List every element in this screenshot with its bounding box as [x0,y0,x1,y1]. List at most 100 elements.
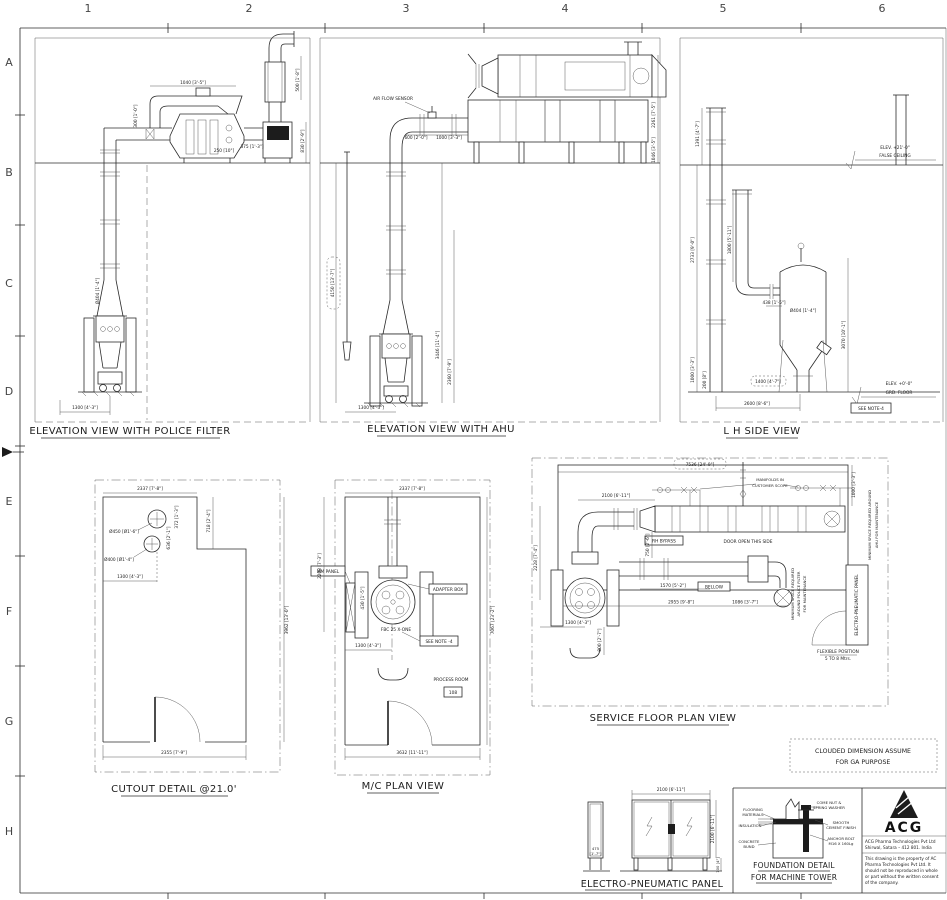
dim-label: 1300 [4'-3"] [565,620,591,626]
anchor-label: ANCHOR BOLT [827,836,855,841]
view-title-service: SERVICE FLOOR PLAN VIEW [590,713,737,724]
dim-label: 3446 [11'-4"] [435,330,441,359]
foundation-title: FOR MACHINE TOWER [751,873,837,882]
dim-label: Ø404 [1'-4"] [94,277,101,304]
view-elevation-police-filter: 1040 [3'-5"] 300 [1'-0"] 500 [1'-8"] 375… [29,31,311,439]
anchor-label: M16 X 160Lg [829,841,854,846]
concrete-label: BUND [743,844,754,849]
dim-label: 800 [2'-7"] [597,628,603,651]
view-title-ahu: ELEVATION VIEW WITH AHU [367,424,515,435]
dim-label: 300 [1'-0"] [133,104,139,127]
grid-row-d: D [5,385,13,398]
air-flow-sensor-label: AIR FLOW SENSOR [373,96,413,102]
acg-brand-text: ACG [885,820,924,836]
view-title-lh: L H SIDE VIEW [723,426,800,437]
dim-label: 7067 [23'-2"] [490,605,496,634]
fluid-bed-machine-elevation [78,279,142,397]
room-number: 108 [449,690,457,696]
silencer [264,61,286,103]
dim-label-clouded: 7536 [24'-9"] [686,462,715,468]
dim-label: 2360 [7'-9"] [447,359,453,385]
insulation-layer [773,819,823,824]
dim-label: 2100 [6'-11"] [602,493,631,499]
grid-col-5: 5 [720,2,727,15]
flooring-label: FLOORING [743,807,763,812]
nut-label: COME NUT & [817,800,842,805]
dim-label: 2955 [9'-8"] [668,600,694,606]
flexible-position-label: FLEXIBLE POSITION [817,649,859,655]
dim-label: 1000 [3'-3"] [436,135,462,141]
wall-break [785,798,800,819]
grid-row-b: B [5,166,13,179]
door-open-label: DOOR OPEN THIS SIDE [724,539,773,545]
dim-label: 830 [2'-9"] [300,129,306,152]
dim-label: 250 [10"] [214,148,235,154]
grid-row-a: A [5,56,13,69]
false-ceiling-label: FALSE CEILING [879,153,910,159]
dim-label: 200 [8"] [702,371,708,389]
dim-label: 375 [1'-3"] [240,144,263,150]
dim-label-clouded: 4150 [13'-7"] [330,268,336,297]
dim-label: 636 [2'-1"] [166,526,172,549]
machine-plan [354,565,434,681]
cement-label: SMOOTH [833,820,850,825]
view-elevation-ahu: AIR FLOW SENSOR 600 [2'-0"] 1000 [3'-3"]… [319,37,667,437]
see-note-label: SEE NOTE-4 [858,406,884,412]
grd-floor-label: GRD. FLOOR [886,390,913,396]
anchor-bolt [803,810,809,852]
dim-label: 372 [1'-3"] [174,505,180,528]
grid-row-e: E [6,495,13,508]
dim-label: 2337 [7'-8"] [137,486,163,492]
min-space-ahu-label: AHU FOR MAINTENANCE [874,501,879,548]
dim-label: 475 [592,846,600,851]
grid-col-4: 4 [562,2,569,15]
dim-label: 1000 [3'-3"] [851,472,857,498]
dim-label: 2208 [7'-3"] [317,553,323,579]
adapter-box-label: ADAPTER BOX [433,587,463,593]
view-service-plan: MANIFOLDS IN CUSTOMER SCOPE RH BYPASS DO… [531,457,889,726]
view-title-police: ELEVATION VIEW WITH POLICE FILTER [29,426,230,437]
lightning-icon [645,816,653,837]
dim-label: 1300 [4'-3"] [358,405,384,411]
dim-label: 600 [2'-0"] [404,135,427,141]
bypass-duct [619,555,793,608]
company-address: Shirwal, Satara – 412 801. India [865,845,932,850]
ahu-unit [467,41,667,164]
view-mc-plan: MM PANEL ADAPTER BOX FBC 25 X-ONE SEE NO… [310,479,496,794]
sheet-center-mark [2,447,13,457]
notice-line: or part without the written consent [865,874,939,879]
dim-label: 2228 [7'-4"] [533,545,539,571]
grid-col-2: 2 [246,2,253,15]
dim-label: 2600 [8'-6"] [744,401,770,407]
flooring-label: MATERIALS [742,812,764,817]
dim-label: 1000 [3'-3"] [690,357,696,383]
panel-handle [668,824,675,834]
dim-label: 1800 [5'-11"] [727,225,733,254]
dim-label: 2733 [9'-0"] [690,237,696,263]
dim-label: 500 [1'-8"] [295,68,301,91]
rh-bypass-label: RH BYPASS [652,539,676,545]
dim-label: 1086 [3'-7"] [732,600,758,606]
elev-floor-label: ELEV. +0'-0" [886,381,913,387]
machine-name-label: FBC 25 X-ONE [381,627,412,633]
elev-ceiling-label: ELEV. +21'-0" [880,145,909,151]
dim-label: Ø400 [Ø1'-4"] [104,556,134,563]
dim-label: 2337 [7'-8"] [399,486,425,492]
min-space-police-label: FOR MAINTENANCE [802,575,807,612]
dim-label: 2100 [6'-11"] [710,814,716,843]
air-flow-sensor [427,111,437,119]
dim-label: 1570 [5'-2"] [660,583,686,589]
dim-label-clouded: 1400 [4'-7"] [755,379,781,385]
dim-label: 1391 [4'-7"] [695,121,701,147]
anchor-nut [801,805,811,810]
min-space-police-label: MINIMUM SPACE REQUIRED [790,568,795,620]
view-title-cutout: CUTOUT DETAIL @21.0' [111,784,237,795]
ep-panel-plan [845,564,869,646]
grid-row-h: H [5,825,13,838]
grid-row-c: C [5,277,13,290]
notice-line: Pharma Technologies Pvt Ltd. It [865,862,931,867]
company-name: ACG Pharma Technologies Pvt Ltd [865,839,936,844]
dim-label: 1300 [4'-3"] [355,643,381,649]
